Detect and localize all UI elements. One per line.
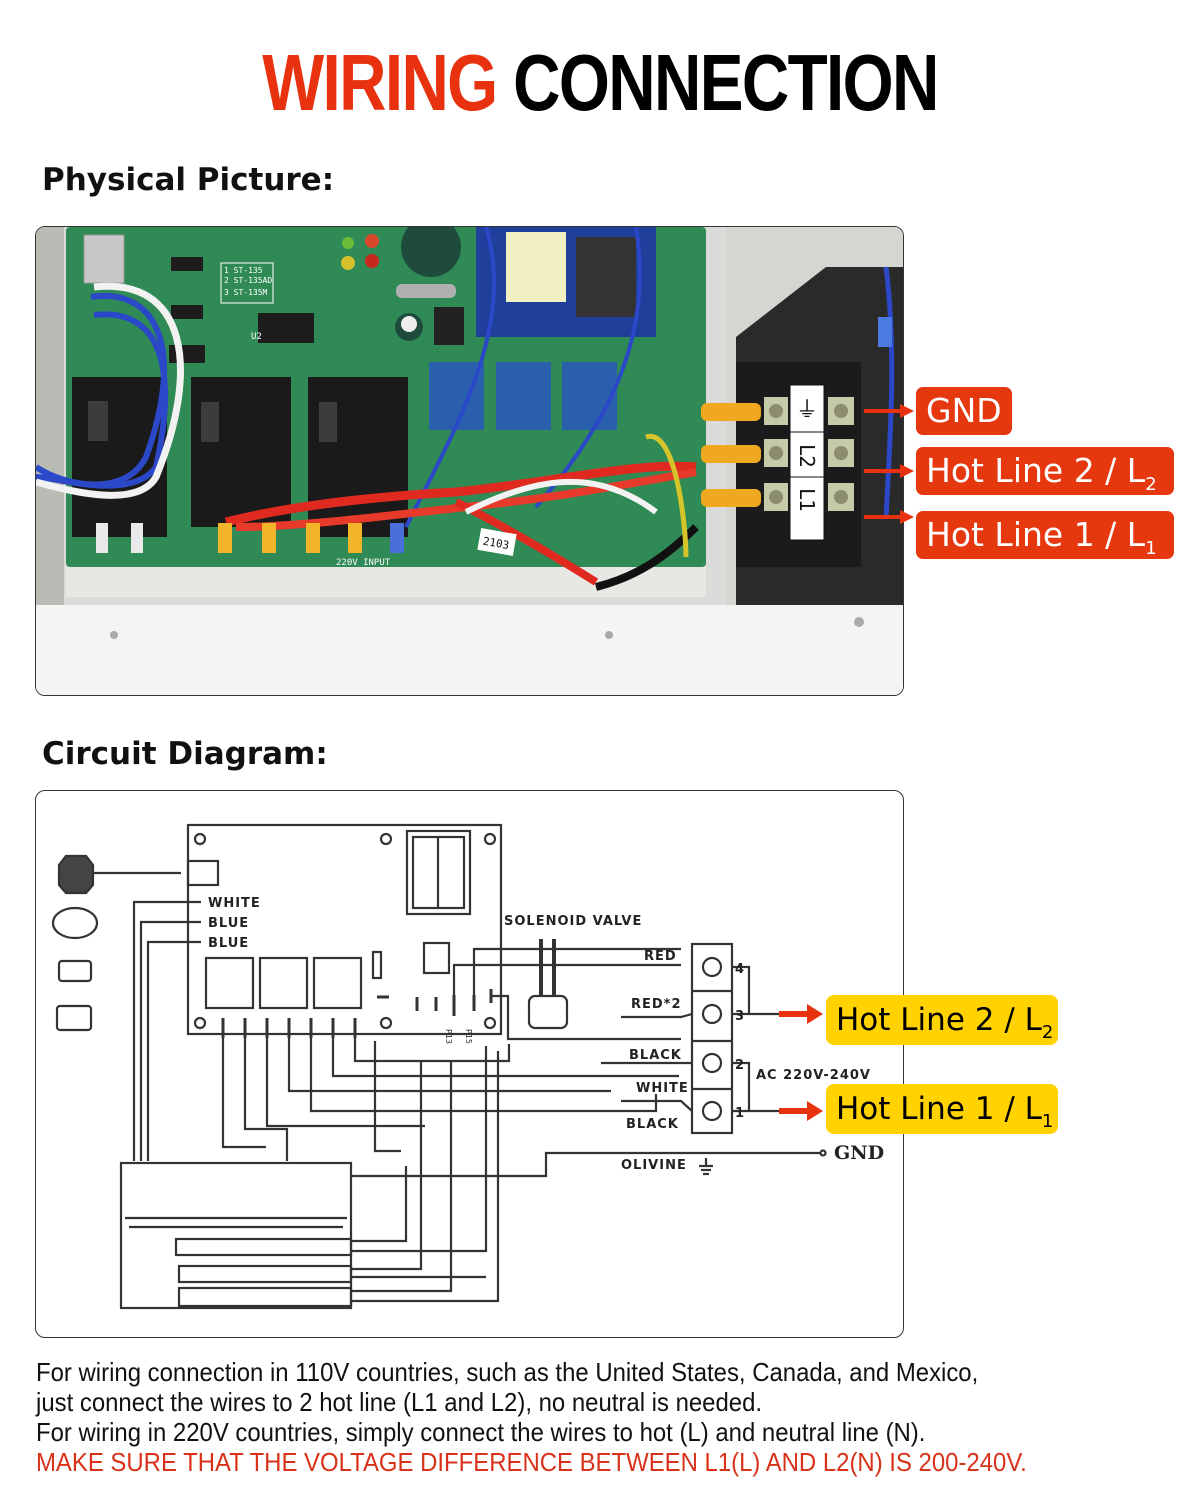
lid-screw <box>605 631 613 639</box>
svg-text:2 ST-135AD: 2 ST-135AD <box>224 276 272 285</box>
callout-gnd: GND <box>916 387 1012 435</box>
led-yellow <box>341 256 355 270</box>
ground-wire-label: OLIVINE <box>621 1158 687 1173</box>
relay-small <box>496 362 551 430</box>
terminal-block-symbol <box>690 942 734 1135</box>
keypad-icon <box>51 906 99 940</box>
note-line: just connect the wires to 2 hot line (L1… <box>36 1387 763 1417</box>
enclosure-lid <box>36 605 903 695</box>
terminal-label-ground: ⏚ <box>796 398 818 423</box>
icon-box <box>57 959 93 983</box>
lid-screw <box>854 617 864 627</box>
physical-photo: U2 1 ST-135 2 ST-135AD 3 ST-135M <box>35 226 904 696</box>
svg-text:3 ST-135M: 3 ST-135M <box>224 288 268 297</box>
wire-label-red-2: RED*2 <box>631 997 682 1012</box>
solenoid-valve-symbol <box>527 994 569 1030</box>
svg-text:220V INPUT: 220V INPUT <box>336 558 391 568</box>
relay-large <box>72 377 167 537</box>
arrow-l2-diagram <box>779 1011 809 1017</box>
terminal-block <box>736 362 861 567</box>
diagram-arrows <box>779 1004 823 1121</box>
terminal-number-2: 2 <box>735 1058 745 1073</box>
relay-small <box>562 362 617 430</box>
terminal-number-3: 3 <box>735 1009 745 1024</box>
svg-text:P13: P13 <box>444 1029 453 1044</box>
note-line: For wiring connection in 110V countries,… <box>36 1357 979 1387</box>
led-green <box>342 237 354 249</box>
wire-label-black: BLACK <box>626 1117 679 1132</box>
callout-hot-line-1: Hot Line 1 / L1 <box>916 511 1174 559</box>
physical-arrows <box>864 404 914 524</box>
wire-label-red: RED <box>644 949 677 964</box>
lid-screw <box>110 631 118 639</box>
control-board <box>186 823 503 1036</box>
terminal-label-l1: L1 <box>795 488 819 512</box>
ic-chip <box>169 345 205 363</box>
capacitor-c1 <box>401 227 461 277</box>
jumper-table: 1 ST-135 2 ST-135AD 3 ST-135M <box>220 262 274 304</box>
relay-small <box>429 362 484 430</box>
relay-symbol <box>312 956 363 1010</box>
gnd-label: GND <box>834 1142 884 1164</box>
callout-hot-line-2-diagram: Hot Line 2 / L2 <box>826 995 1058 1045</box>
crimp-l1 <box>701 489 761 507</box>
heater-block <box>119 1161 353 1310</box>
relay-large <box>191 377 291 527</box>
physical-picture-heading: Physical Picture: <box>42 162 335 198</box>
pcb-connectors <box>96 523 404 553</box>
arrow-l1-diagram <box>779 1108 809 1114</box>
svg-text:P15: P15 <box>464 1029 473 1044</box>
circuit-diagram-heading: Circuit Diagram: <box>42 736 328 772</box>
title-connection: CONNECTION <box>513 38 939 127</box>
display-panel-icon <box>57 854 95 895</box>
wire-label-black: BLACK <box>629 1048 682 1063</box>
wire-label-white: WHITE <box>636 1081 689 1096</box>
page-title: WIRING CONNECTION <box>108 38 1092 128</box>
wire-label-white: WHITE <box>208 896 261 911</box>
wire-label-blue: BLUE <box>208 916 249 931</box>
circuit-svg: WHITE BLUE BLUE SOLENOID VALVE RED RED*2… <box>51 823 884 1310</box>
crimp-l2 <box>701 445 761 463</box>
terminal-label-l2: L2 <box>795 444 819 468</box>
relay-large <box>308 377 408 537</box>
svg-text:U2: U2 <box>251 332 262 342</box>
terminal-number-1: 1 <box>735 1106 745 1121</box>
ic-u2 <box>258 313 314 343</box>
title-wiring: WIRING <box>262 38 498 127</box>
wiring-notes: For wiring connection in 110V countries,… <box>36 1357 1085 1477</box>
resistor <box>396 284 456 298</box>
wire-label-blue: BLUE <box>208 936 249 951</box>
note-line: For wiring in 220V countries, simply con… <box>36 1417 926 1447</box>
regulator <box>434 307 464 345</box>
transformer-symbol <box>405 829 472 916</box>
callout-hot-line-2: Hot Line 2 / L2 <box>916 447 1174 495</box>
voltage-warning: MAKE SURE THAT THE VOLTAGE DIFFERENCE BE… <box>36 1447 1027 1477</box>
svg-text:1 ST-135: 1 ST-135 <box>224 266 263 275</box>
relay-symbol <box>204 956 255 1010</box>
crimp-ground <box>701 403 761 421</box>
ic-chip <box>171 305 203 319</box>
circuit-diagram: WHITE BLUE BLUE SOLENOID VALVE RED RED*2… <box>35 790 904 1338</box>
terminal-number-4: 4 <box>735 962 745 977</box>
icon-box <box>55 1004 93 1032</box>
photo-illustration: U2 1 ST-135 2 ST-135AD 3 ST-135M <box>36 227 903 695</box>
voltage-label: AC 220V-240V <box>756 1068 871 1083</box>
ic-chip <box>171 257 203 271</box>
led-red <box>365 234 379 248</box>
callout-hot-line-1-diagram: Hot Line 1 / L1 <box>826 1084 1058 1134</box>
led-red <box>365 254 379 268</box>
svg-text:2103: 2103 <box>482 535 510 552</box>
wire-tag <box>477 528 517 556</box>
relay-symbol <box>258 956 309 1010</box>
solenoid-valve-label: SOLENOID VALVE <box>504 914 642 929</box>
